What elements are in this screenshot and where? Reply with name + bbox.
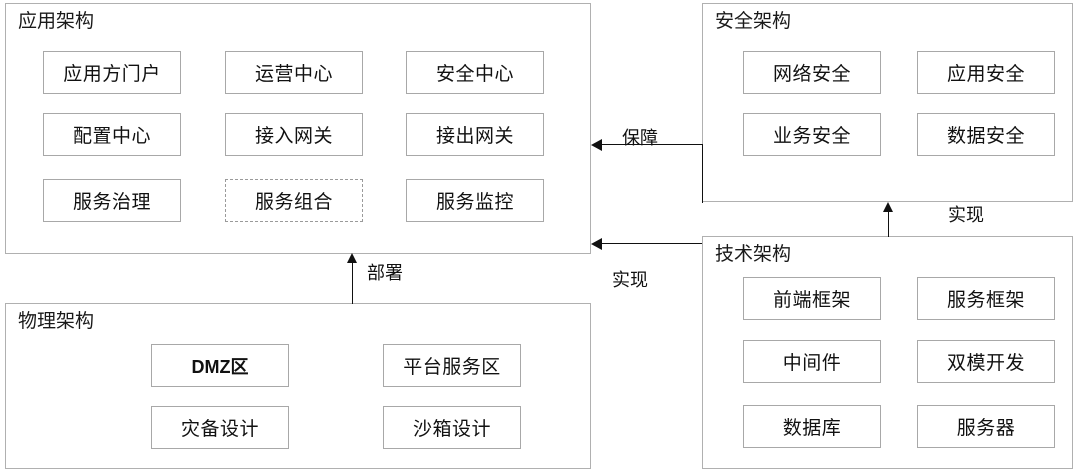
node-ingress-gateway[interactable]: 接入网关 [225, 113, 363, 156]
node-service-framework[interactable]: 服务框架 [917, 277, 1055, 320]
node-sandbox-design[interactable]: 沙箱设计 [383, 406, 521, 449]
panel-physical[interactable]: 物理架构 DMZ区 平台服务区 灾备设计 沙箱设计 [5, 303, 591, 469]
node-business-security[interactable]: 业务安全 [743, 113, 881, 156]
panel-technical[interactable]: 技术架构 前端框架 服务框架 中间件 双模开发 数据库 服务器 [702, 236, 1073, 469]
edge-label-physical-to-application: 部署 [367, 263, 403, 283]
edge-security-to-application-horizontal [602, 144, 702, 145]
node-server[interactable]: 服务器 [917, 405, 1055, 448]
node-security-center[interactable]: 安全中心 [406, 51, 544, 94]
edge-physical-to-application-vertical [352, 263, 353, 304]
panel-security[interactable]: 安全架构 网络安全 应用安全 业务安全 数据安全 [702, 3, 1073, 202]
node-middleware[interactable]: 中间件 [743, 340, 881, 383]
node-disaster-recovery-design[interactable]: 灾备设计 [151, 406, 289, 449]
edge-technical-to-application-horizontal [602, 243, 702, 244]
node-platform-service-zone[interactable]: 平台服务区 [383, 344, 521, 387]
arrow-security-to-application [591, 139, 602, 151]
node-frontend-framework[interactable]: 前端框架 [743, 277, 881, 320]
edge-label-technical-to-application: 实现 [612, 270, 648, 290]
panel-title-security: 安全架构 [715, 11, 792, 32]
node-bimodal-development[interactable]: 双模开发 [917, 340, 1055, 383]
node-service-governance[interactable]: 服务治理 [43, 179, 181, 222]
node-network-security[interactable]: 网络安全 [743, 51, 881, 94]
node-data-security[interactable]: 数据安全 [917, 113, 1055, 156]
node-dmz-zone[interactable]: DMZ区 [151, 344, 289, 387]
arrow-technical-to-security [883, 202, 893, 212]
panel-application[interactable]: 应用架构 应用方门户 运营中心 安全中心 配置中心 接入网关 接出网关 服务治理… [5, 3, 591, 254]
arrow-physical-to-application [347, 253, 357, 263]
node-config-center[interactable]: 配置中心 [43, 113, 181, 156]
node-egress-gateway[interactable]: 接出网关 [406, 113, 544, 156]
arrow-technical-to-application [591, 238, 602, 250]
edge-technical-to-security-vertical [888, 212, 889, 237]
panel-title-technical: 技术架构 [715, 244, 792, 265]
node-service-composition[interactable]: 服务组合 [225, 179, 363, 222]
node-application-security[interactable]: 应用安全 [917, 51, 1055, 94]
node-operation-center[interactable]: 运营中心 [225, 51, 363, 94]
node-database[interactable]: 数据库 [743, 405, 881, 448]
node-application-portal[interactable]: 应用方门户 [43, 51, 181, 94]
node-service-monitoring[interactable]: 服务监控 [406, 179, 544, 222]
panel-title-application: 应用架构 [18, 11, 95, 32]
edge-label-security-to-application: 保障 [622, 128, 658, 148]
edge-label-technical-to-security: 实现 [948, 205, 984, 225]
edge-security-to-application-vertical [702, 144, 703, 203]
panel-title-physical: 物理架构 [18, 311, 95, 332]
